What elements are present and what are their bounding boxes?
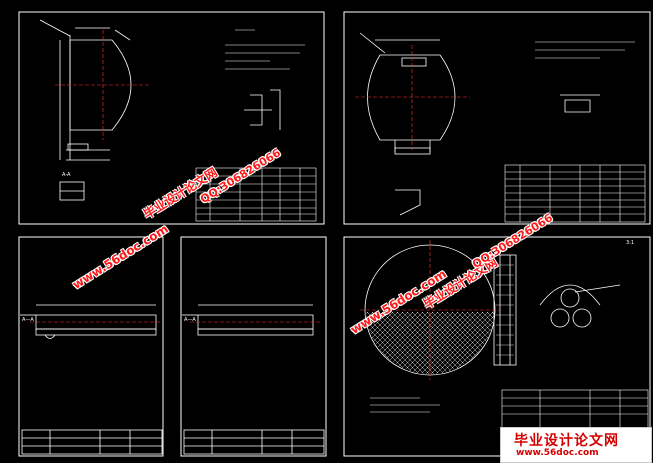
top-left-centerlines [55, 30, 150, 140]
top-left-notes [225, 29, 305, 70]
top-right-notes [535, 41, 635, 59]
sheet-mid-left [18, 236, 164, 457]
mid-left-part [20, 304, 163, 455]
tube-sheet-centerlines [360, 240, 500, 380]
top-left-parts-table [195, 167, 317, 222]
sheet-top-right [343, 11, 651, 225]
site-logo-title: 毕业设计论文网 [514, 433, 619, 449]
sheet-mid-middle [180, 236, 327, 457]
scale-tag: 3:1 [626, 240, 635, 246]
top-left-vessel [39, 19, 281, 201]
top-right-centerlines [355, 45, 470, 150]
sheet-frames [18, 11, 651, 457]
site-logo-url: www.56doc.com [516, 448, 599, 458]
sheet-bottom-right [343, 236, 651, 457]
section-label-mid-middle: A—A [184, 317, 196, 323]
section-label-mid-left: A—A [22, 317, 34, 323]
tube-sheet-stripes [496, 264, 514, 356]
section-label-top-left: A-A [62, 172, 71, 178]
bottom-right-notes [370, 397, 440, 413]
tube-pitch-detail [539, 284, 621, 328]
top-right-vessel [359, 32, 600, 216]
sheet-top-left [18, 11, 325, 225]
top-right-parts-table [504, 164, 646, 223]
